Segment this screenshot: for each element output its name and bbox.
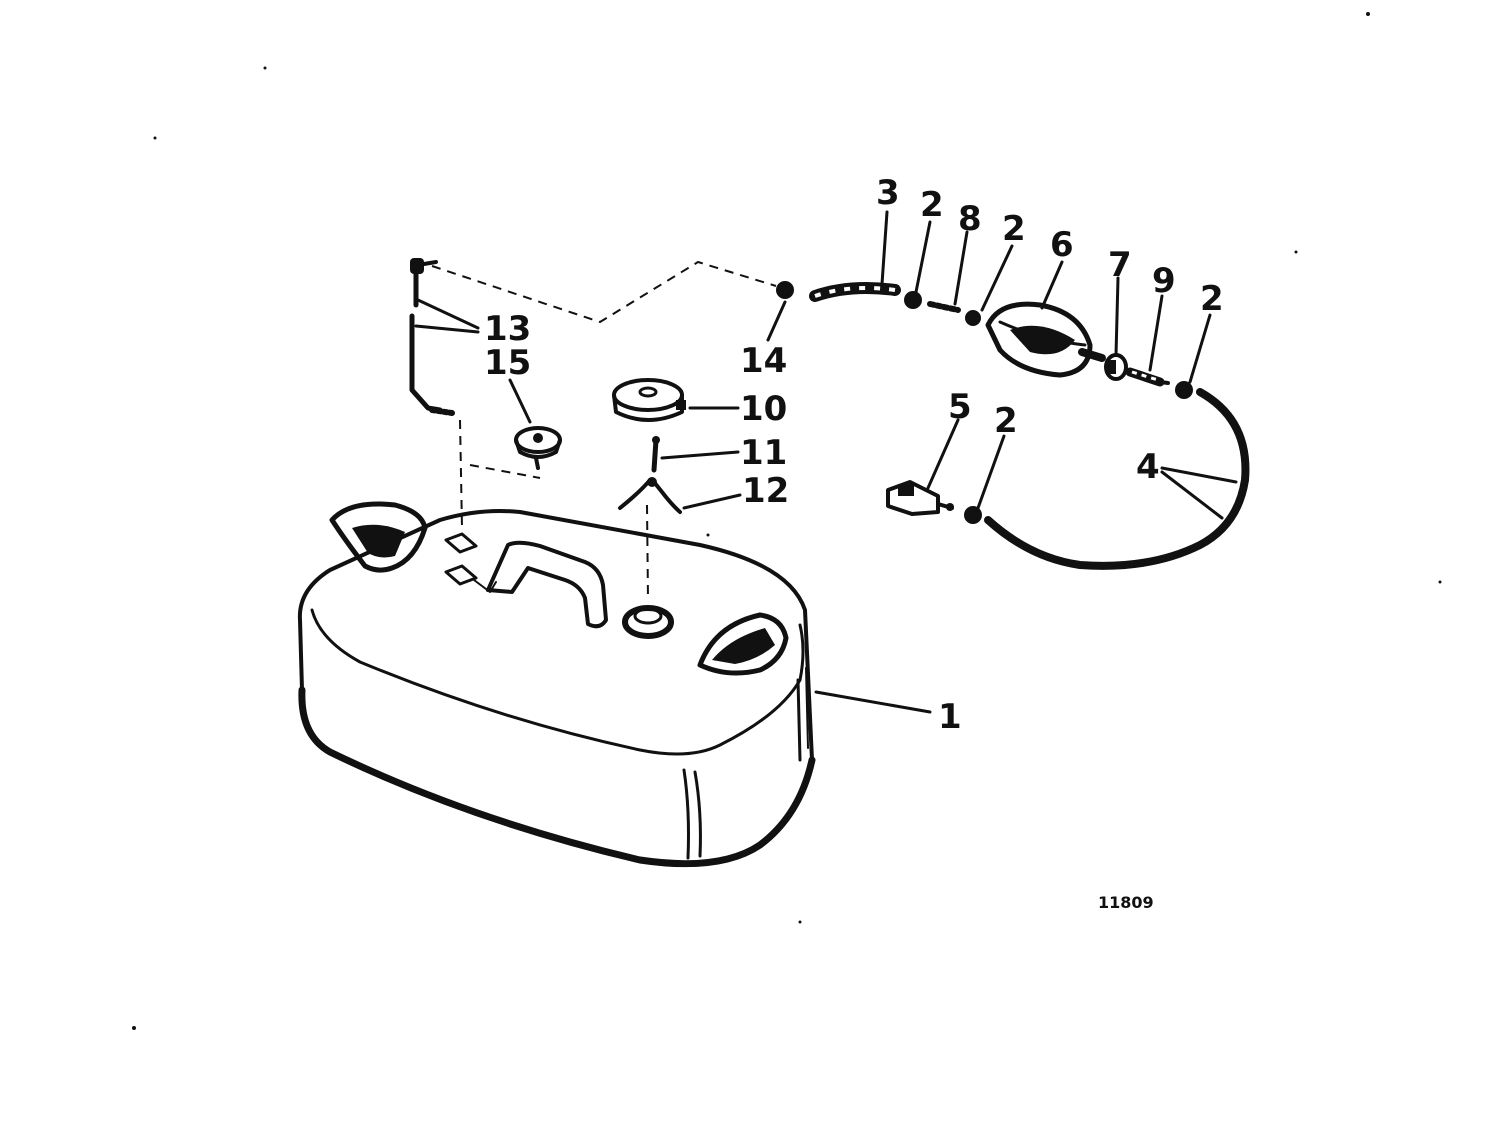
callout-8: 8: [958, 199, 982, 239]
pickup-tube: [409, 258, 455, 416]
plug: [776, 281, 794, 299]
carry-handle: [473, 540, 608, 629]
fuel-gauge: [514, 426, 562, 470]
fuel-hose: [984, 388, 1250, 570]
callout-15: 15: [484, 343, 531, 383]
callout-11: 11: [740, 433, 787, 473]
callout-2-c: 2: [1200, 279, 1224, 319]
assembly-lines: [431, 260, 777, 601]
callout-6: 6: [1050, 225, 1074, 265]
scan-noise: [132, 12, 1442, 1030]
callout-2-d: 2: [994, 401, 1018, 441]
filler-cap: [612, 378, 686, 422]
left-tank-grip: [329, 501, 428, 573]
cap-chain: [651, 436, 660, 473]
callout-2-a: 2: [920, 185, 944, 225]
primer-bulb: [985, 301, 1106, 378]
callout-labels: 1 13 15 14 10 11 12 3 2 8 2 6 7 9 2 5 2 …: [484, 173, 1224, 737]
short-hose: [809, 282, 901, 302]
fuel-tank: [297, 509, 816, 868]
tank-connector: [886, 480, 954, 516]
right-tank-grip: [697, 612, 789, 676]
callout-3: 3: [876, 173, 900, 213]
callout-5: 5: [948, 387, 972, 427]
leader-lines: [414, 210, 1238, 714]
connector-8: [927, 301, 961, 313]
callout-12: 12: [742, 471, 789, 511]
callout-14: 14: [740, 341, 787, 381]
clamp-3: [1175, 381, 1193, 399]
callout-7: 7: [1108, 245, 1132, 285]
callout-4: 4: [1136, 447, 1160, 487]
check-valve: [1104, 353, 1128, 381]
callout-9: 9: [1152, 261, 1176, 301]
hose-fitting: [1125, 367, 1170, 387]
clamp-1: [904, 291, 922, 309]
callout-2-b: 2: [1002, 209, 1026, 249]
callout-1: 1: [938, 697, 962, 737]
clamp-4: [964, 506, 982, 524]
callout-10: 10: [740, 389, 787, 429]
cap-retainer: [618, 477, 682, 514]
figure-number: 11809: [1098, 893, 1154, 912]
filler-neck: [622, 605, 674, 639]
clamp-2: [965, 310, 981, 326]
tank-fittings: [444, 532, 478, 586]
callout-13: 13: [484, 309, 531, 349]
